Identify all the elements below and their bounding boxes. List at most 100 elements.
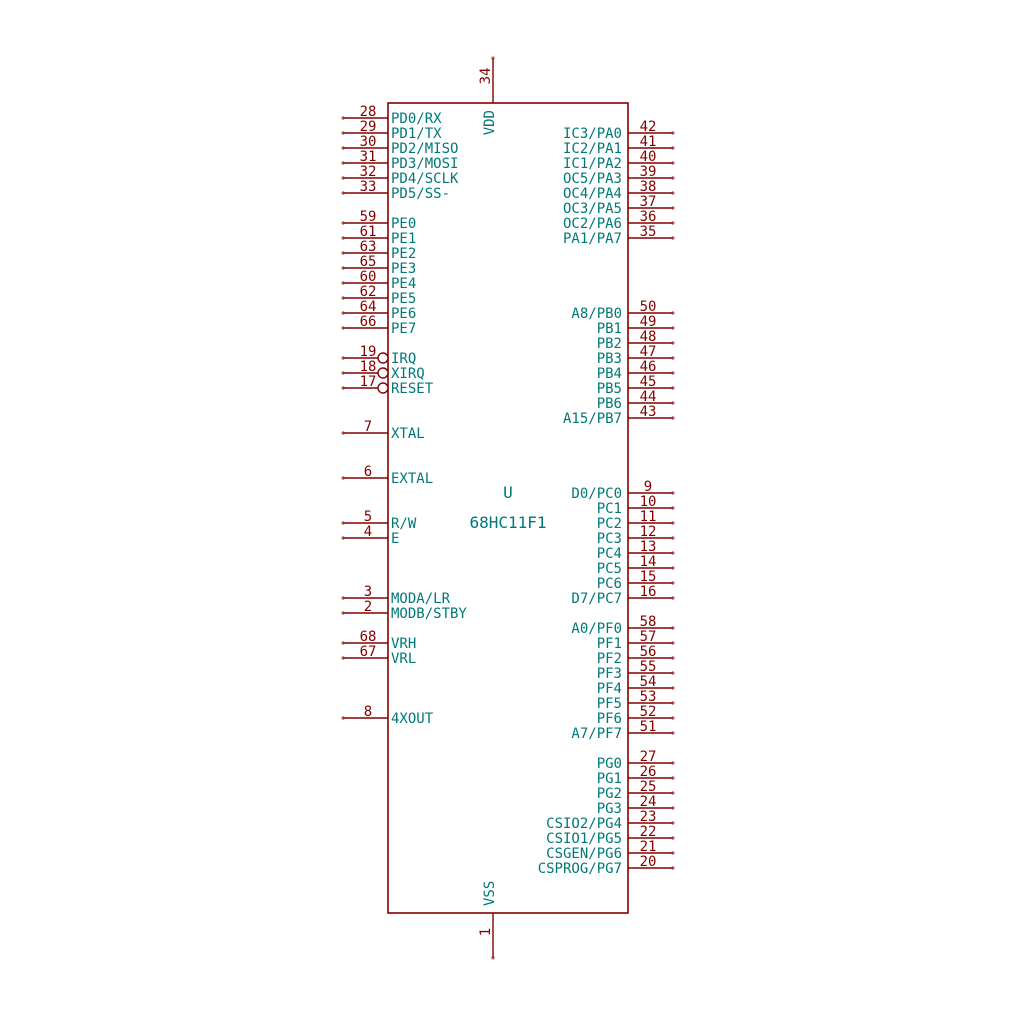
left-pin-3-endpoint — [341, 596, 345, 600]
right-pin-15-name: PC6 — [597, 576, 622, 592]
right-pin-26-endpoint — [671, 776, 675, 780]
right-pin-25-number: 25 — [640, 779, 657, 795]
left-pin-60-endpoint — [341, 281, 345, 285]
left-pin-64-number: 64 — [360, 299, 377, 315]
right-pin-25-name: PG2 — [597, 786, 622, 802]
right-pin-50-endpoint — [671, 311, 675, 315]
right-pin-26-number: 26 — [640, 764, 657, 780]
right-pin-48-name: PB2 — [597, 336, 622, 352]
left-pin-17-endpoint — [341, 386, 345, 390]
right-pin-13-endpoint — [671, 551, 675, 555]
left-pin-59-name: PE0 — [391, 216, 416, 232]
right-pin-40-endpoint — [671, 161, 675, 165]
left-pin-19-inversion-bubble — [377, 352, 389, 364]
top-pin-34-name: VDD — [482, 110, 498, 135]
right-pin-14-endpoint — [671, 566, 675, 570]
left-pin-18-endpoint — [341, 371, 345, 375]
left-pin-67-number: 67 — [360, 644, 377, 660]
left-pin-7-number: 7 — [364, 419, 372, 435]
left-pin-68-name: VRH — [391, 636, 416, 652]
right-pin-23-endpoint — [671, 821, 675, 825]
right-pin-27-number: 27 — [640, 749, 657, 765]
right-pin-57-number: 57 — [640, 629, 657, 645]
right-pin-57-endpoint — [671, 641, 675, 645]
left-pin-30-endpoint — [341, 146, 345, 150]
right-pin-15-number: 15 — [640, 569, 657, 585]
right-pin-26-name: PG1 — [597, 771, 622, 787]
right-pin-50-name: A8/PB0 — [571, 306, 622, 322]
right-pin-27-name: PG0 — [597, 756, 622, 772]
right-pin-43-number: 43 — [640, 404, 657, 420]
right-pin-13-name: PC4 — [597, 546, 622, 562]
right-pin-51-endpoint — [671, 731, 675, 735]
left-pin-18-inversion-bubble — [377, 367, 389, 379]
right-pin-42-endpoint — [671, 131, 675, 135]
right-pin-46-endpoint — [671, 371, 675, 375]
right-pin-16-number: 16 — [640, 584, 657, 600]
left-pin-32-endpoint — [341, 176, 345, 180]
left-pin-30-name: PD2/MISO — [391, 141, 458, 157]
right-pin-58-number: 58 — [640, 614, 657, 630]
left-pin-28-endpoint — [341, 116, 345, 120]
bottom-pin-1-name: VSS — [482, 881, 498, 906]
right-pin-20-endpoint — [671, 866, 675, 870]
right-pin-21-endpoint — [671, 851, 675, 855]
right-pin-11-number: 11 — [640, 509, 657, 525]
left-pin-61-endpoint — [341, 236, 345, 240]
left-pin-4-endpoint — [341, 536, 345, 540]
right-pin-12-number: 12 — [640, 524, 657, 540]
left-pin-31-name: PD3/MOSI — [391, 156, 458, 172]
right-pin-9-number: 9 — [644, 479, 652, 495]
left-pin-17-name: RESET — [391, 381, 434, 397]
right-pin-54-name: PF4 — [597, 681, 622, 697]
left-pin-3-name: MODA/LR — [391, 591, 451, 607]
right-pin-35-endpoint — [671, 236, 675, 240]
right-pin-40-number: 40 — [640, 149, 657, 165]
right-pin-35-name: PA1/PA7 — [563, 231, 622, 247]
left-pin-68-endpoint — [341, 641, 345, 645]
right-pin-45-endpoint — [671, 386, 675, 390]
left-pin-32-name: PD4/SCLK — [391, 171, 459, 187]
left-pin-61-name: PE1 — [391, 231, 416, 247]
right-pin-35-number: 35 — [640, 224, 657, 240]
left-pin-64-name: PE6 — [391, 306, 416, 322]
right-pin-10-name: PC1 — [597, 501, 622, 517]
right-pin-53-number: 53 — [640, 689, 657, 705]
right-pin-9-name: D0/PC0 — [571, 486, 622, 502]
right-pin-48-endpoint — [671, 341, 675, 345]
right-pin-45-name: PB5 — [597, 381, 622, 397]
left-pin-19-number: 19 — [360, 344, 377, 360]
left-pin-62-endpoint — [341, 296, 345, 300]
right-pin-24-endpoint — [671, 806, 675, 810]
right-pin-50-number: 50 — [640, 299, 657, 315]
left-pin-7-name: XTAL — [391, 426, 425, 442]
right-pin-11-name: PC2 — [597, 516, 622, 532]
right-pin-56-number: 56 — [640, 644, 657, 660]
left-pin-2-number: 2 — [364, 599, 372, 615]
left-pin-67-name: VRL — [391, 651, 416, 667]
right-pin-20-name: CSPROG/PG7 — [538, 861, 622, 877]
right-pin-56-endpoint — [671, 656, 675, 660]
right-pin-47-name: PB3 — [597, 351, 622, 367]
right-pin-46-name: PB4 — [597, 366, 622, 382]
right-pin-22-endpoint — [671, 836, 675, 840]
right-pin-23-number: 23 — [640, 809, 657, 825]
right-pin-52-name: PF6 — [597, 711, 622, 727]
right-pin-21-name: CSGEN/PG6 — [546, 846, 622, 862]
right-pin-38-number: 38 — [640, 179, 657, 195]
left-pin-29-endpoint — [341, 131, 345, 135]
right-pin-49-endpoint — [671, 326, 675, 330]
left-pin-59-number: 59 — [360, 209, 377, 225]
right-pin-37-endpoint — [671, 206, 675, 210]
left-pin-6-endpoint — [341, 476, 345, 480]
left-pin-29-number: 29 — [360, 119, 377, 135]
right-pin-52-number: 52 — [640, 704, 657, 720]
right-pin-20-number: 20 — [640, 854, 657, 870]
left-pin-2-name: MODB/STBY — [391, 606, 467, 622]
left-pin-6-name: EXTAL — [391, 471, 433, 487]
right-pin-48-number: 48 — [640, 329, 657, 345]
left-pin-19-endpoint — [341, 356, 345, 360]
left-pin-29-name: PD1/TX — [391, 126, 442, 142]
left-pin-5-endpoint — [341, 521, 345, 525]
right-pin-37-number: 37 — [640, 194, 657, 210]
